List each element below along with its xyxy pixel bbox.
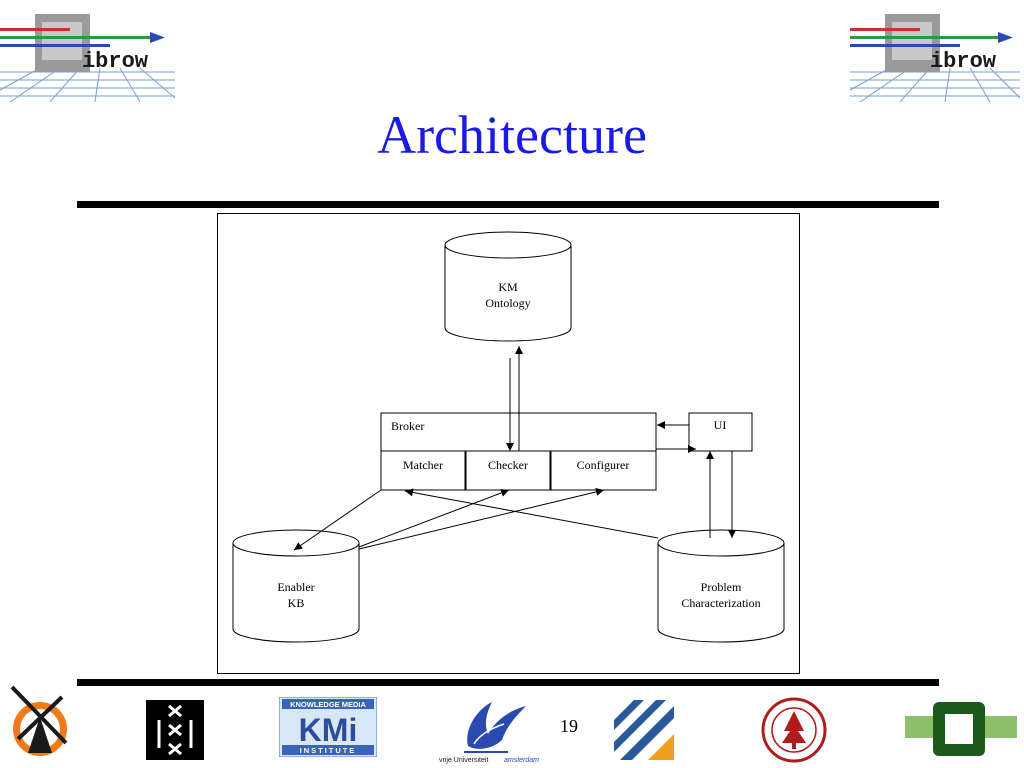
- arrow-matcher-to-enabler: [293, 489, 382, 551]
- checker-box: Checker: [465, 450, 551, 491]
- ui-box: UI: [688, 412, 753, 452]
- km-ontology-label-line1: KM: [498, 280, 518, 294]
- arrow-enabler-to-configurer: [358, 487, 605, 550]
- arrow-enabler-to-checker: [358, 489, 510, 548]
- vu-logo-city-text: amsterdam: [504, 757, 539, 764]
- km-ontology-cylinder: KM Ontology: [444, 231, 572, 342]
- vu-logo-text: vrije Universiteit: [439, 757, 488, 764]
- enabler-kb-label-line1: Enabler: [277, 580, 314, 594]
- matcher-label: Matcher: [403, 458, 443, 472]
- kmi-logo: KNOWLEDGE MEDIA KMi INSTITUTE: [279, 697, 377, 757]
- windmill-logo: [10, 685, 68, 756]
- problem-characterization-label-line2: Characterization: [681, 596, 760, 610]
- broker-label: Broker: [391, 419, 424, 433]
- vu-logo: vrije Universiteit amsterdam: [439, 702, 539, 764]
- bottom-divider: [77, 679, 939, 686]
- green-square-logo: [905, 702, 1017, 756]
- kmi-logo-top-text: KNOWLEDGE MEDIA: [290, 700, 366, 709]
- kmi-logo-main-text: KMi: [299, 712, 358, 748]
- enabler-kb-cylinder: Enabler KB: [232, 529, 360, 643]
- ibrow-logo-left-text: ibrow: [82, 49, 149, 74]
- ibrow-logo-left: ibrow: [0, 10, 175, 102]
- slide-title: Architecture: [377, 105, 647, 165]
- configurer-label: Configurer: [577, 458, 630, 472]
- kmi-logo-bottom-text: INSTITUTE: [300, 746, 357, 755]
- enabler-kb-label-line2: KB: [288, 596, 305, 610]
- ui-label: UI: [714, 418, 727, 432]
- checker-label: Checker: [488, 458, 528, 472]
- stripes-logo: [614, 700, 674, 760]
- page-number: 19: [560, 716, 578, 736]
- uva-logo: [146, 700, 204, 760]
- diagram-frame: [217, 213, 800, 674]
- ibrow-logo-right-text: ibrow: [930, 49, 997, 74]
- km-ontology-label-line2: Ontology: [485, 296, 530, 310]
- matcher-box: Matcher: [380, 450, 466, 491]
- arrow-problem-to-matcher: [404, 488, 659, 539]
- ibrow-logo-right: ibrow: [850, 10, 1020, 102]
- configurer-box: Configurer: [550, 450, 657, 491]
- problem-characterization-label-line1: Problem: [701, 580, 742, 594]
- stanford-seal-logo: [761, 697, 827, 763]
- problem-characterization-cylinder: Problem Characterization: [657, 529, 785, 643]
- top-divider: [77, 201, 939, 208]
- architecture-diagram: KM Ontology Broker Matcher Checker Confi…: [232, 231, 785, 643]
